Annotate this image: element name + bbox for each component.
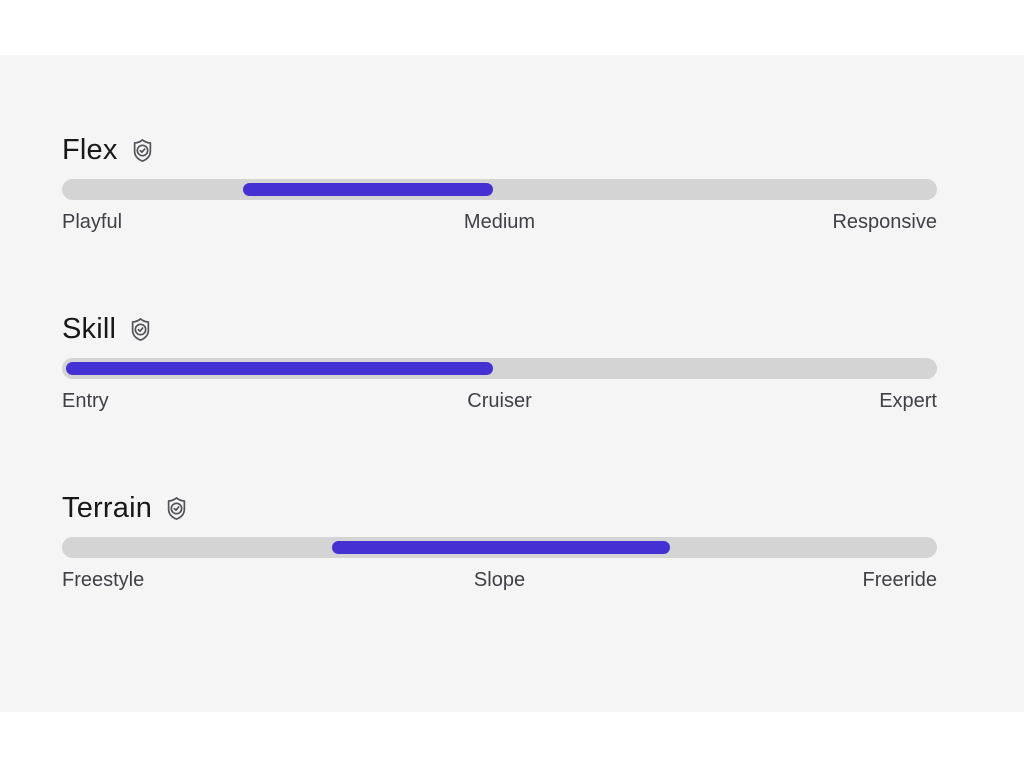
slider-labels: Playful Medium Responsive [62, 210, 937, 234]
slider-labels: Freestyle Slope Freeride [62, 568, 937, 592]
slider-track [62, 179, 937, 200]
slider-group-terrain: Terrain Freestyle Slope Freeride [62, 489, 937, 592]
slider-fill [65, 362, 494, 375]
slider-group-flex: Flex Playful Medium Responsive [62, 131, 937, 234]
slider-header: Flex [62, 131, 937, 169]
slider-label-right: Freeride [862, 569, 937, 591]
shield-check-icon [163, 495, 190, 522]
slider-label-right: Expert [879, 390, 937, 412]
slider-label-right: Responsive [832, 211, 937, 233]
slider-track [62, 537, 937, 558]
specs-panel: Flex Playful Medium Responsive [0, 55, 1024, 712]
slider-title: Terrain [62, 491, 153, 524]
slider-labels: Entry Cruiser Expert [62, 389, 937, 413]
slider-header: Terrain [62, 489, 937, 527]
slider-title: Flex [62, 133, 118, 166]
shield-check-icon [129, 137, 156, 164]
slider-label-left: Playful [62, 211, 123, 233]
slider-track [62, 358, 937, 379]
slider-group-skill: Skill Entry Cruiser Expert [62, 310, 937, 413]
slider-fill [332, 541, 671, 554]
slider-label-left: Freestyle [62, 569, 145, 591]
slider-fill [243, 183, 494, 196]
slider-title: Skill [62, 312, 117, 345]
slider-label-center: Medium [463, 211, 536, 233]
slider-label-center: Slope [473, 569, 526, 591]
specs-content: Flex Playful Medium Responsive [62, 55, 937, 592]
shield-check-icon [127, 316, 154, 343]
slider-label-center: Cruiser [467, 390, 532, 412]
slider-header: Skill [62, 310, 937, 348]
slider-label-left: Entry [62, 390, 109, 412]
